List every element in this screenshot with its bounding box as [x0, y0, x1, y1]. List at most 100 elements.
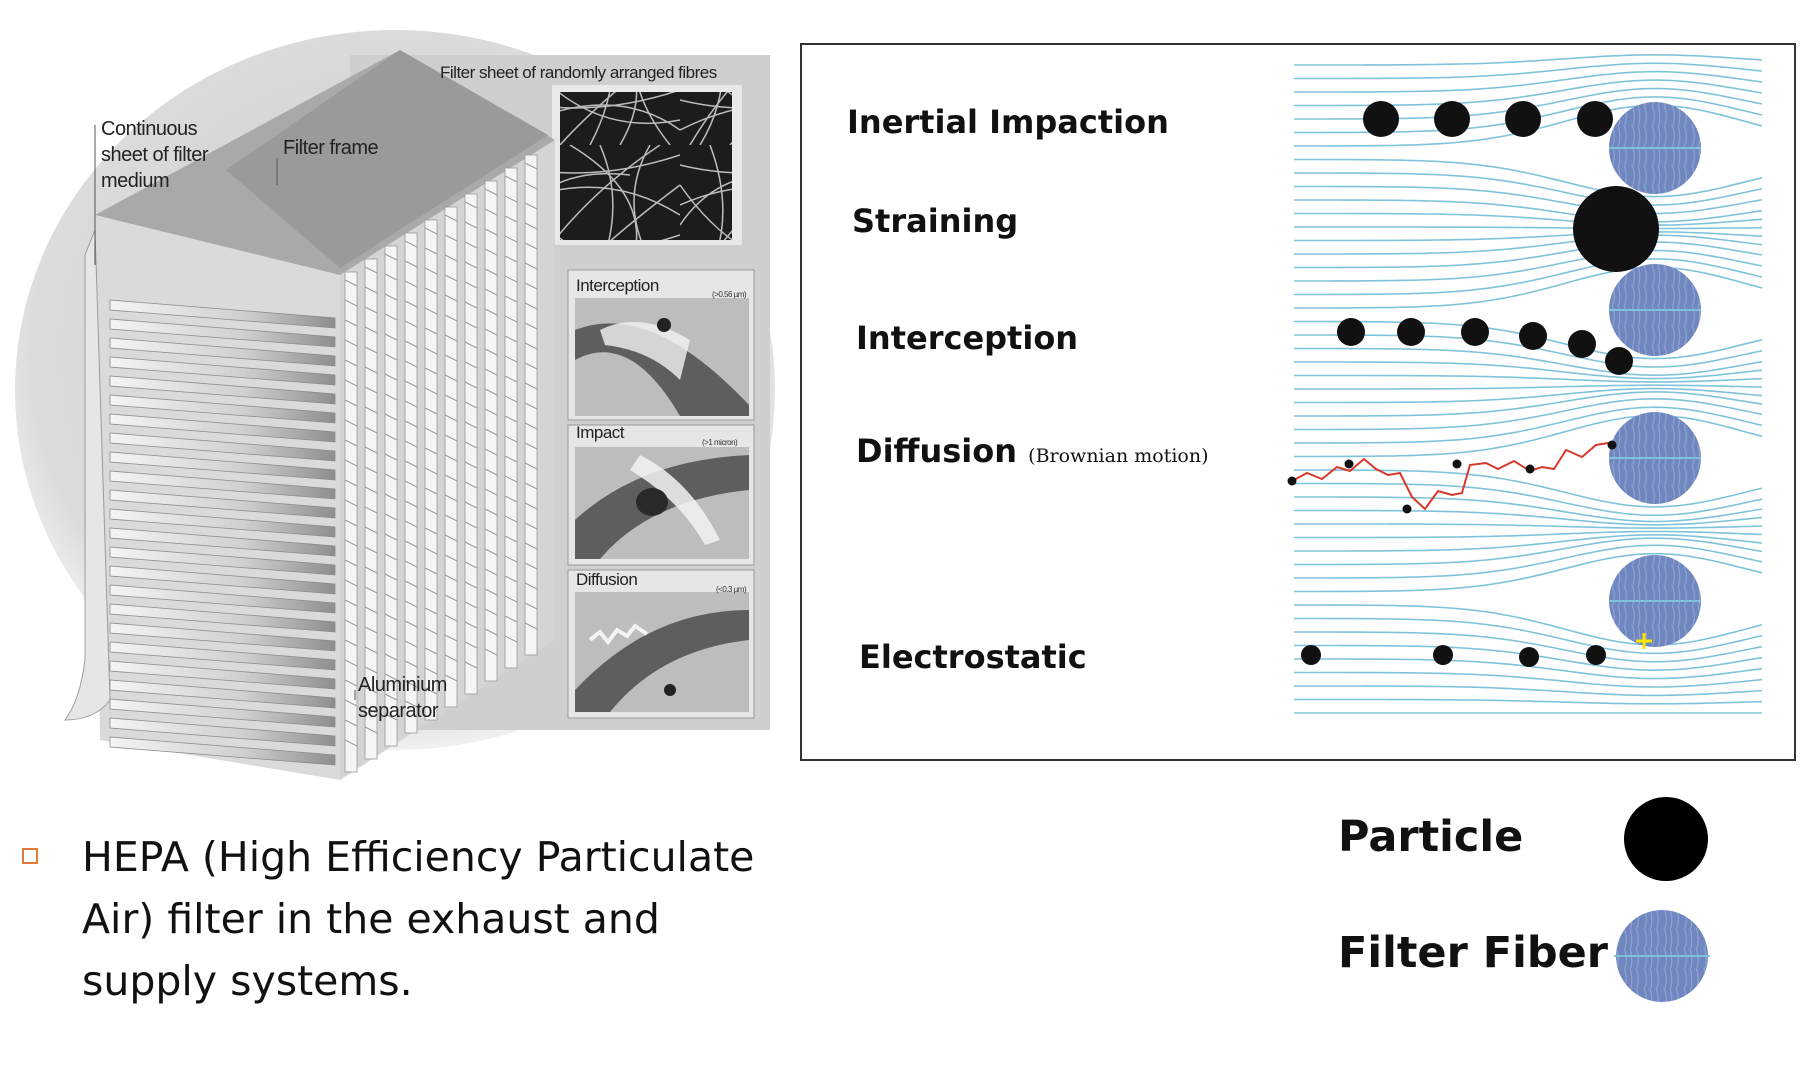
streamline [1294, 70, 1763, 93]
streamline [1294, 266, 1763, 309]
side-pleat-ridge [504, 215, 518, 223]
side-pleat-ridge [504, 235, 518, 243]
brownian-particle [1452, 459, 1462, 469]
side-pleat-ridge [524, 362, 538, 370]
side-pleat-ridge [504, 335, 518, 343]
side-pleat [484, 180, 498, 682]
aluminium-separator-label-2: separator [358, 700, 439, 722]
side-pleat-ridge [384, 533, 398, 541]
side-pleat-ridge [464, 481, 478, 489]
side-pleat [364, 258, 378, 760]
side-pleat-ridge [384, 613, 398, 621]
side-pleat-ridge [384, 273, 398, 281]
side-pleat-ridge [464, 661, 478, 669]
side-pleat-ridge [344, 499, 358, 507]
side-pleat-ridge [404, 600, 418, 608]
side-pleat-ridge [464, 201, 478, 209]
side-pleat-ridge [384, 493, 398, 501]
side-pleat-ridge [464, 221, 478, 229]
hepa-filter-illustration: Filter sheet of randomly arranged fibres… [0, 0, 790, 790]
side-pleat-ridge [424, 467, 438, 475]
side-pleat-ridge [444, 434, 458, 442]
continuous-sheet-label-1: Continuous [101, 118, 198, 140]
pleat-rows [109, 299, 336, 766]
pleat-row [109, 565, 336, 595]
side-pleat-ridge [424, 247, 438, 255]
side-pleat-ridge [404, 460, 418, 468]
side-pleat-ridge [444, 534, 458, 542]
straining-particle [1573, 186, 1659, 272]
side-pleat-ridge [524, 602, 538, 610]
legend-filter-fiber-label: Filter Fiber [1338, 928, 1609, 978]
side-pleat-ridge [404, 520, 418, 528]
side-pleat-ridge [464, 281, 478, 289]
side-pleat-ridge [504, 175, 518, 183]
side-pleat-ridge [384, 453, 398, 461]
streamline [1294, 671, 1763, 688]
side-pleat-ridge [444, 374, 458, 382]
side-pleat-ridge [404, 680, 418, 688]
side-pleat-ridge [364, 306, 378, 314]
inset-diffusion-title: Diffusion [576, 570, 638, 589]
side-pleat-ridge [484, 248, 498, 256]
side-pleat-ridge [424, 547, 438, 555]
side-pleat-ridge [404, 400, 418, 408]
side-pleat-ridge [444, 294, 458, 302]
filter-sheet-label: Filter sheet of randomly arranged fibres [440, 63, 717, 82]
side-pleat-ridge [444, 234, 458, 242]
side-pleat-ridge [504, 435, 518, 443]
side-pleat-ridge [344, 699, 358, 707]
side-pleat-ridge [384, 393, 398, 401]
side-pleat-ridge [484, 448, 498, 456]
side-pleat-ridge [424, 527, 438, 535]
streamline [1294, 406, 1763, 444]
side-pleat-ridge [404, 620, 418, 628]
side-pleat-ridge [464, 361, 478, 369]
side-pleat-ridge [444, 654, 458, 662]
side-pleat-ridge [364, 666, 378, 674]
side-pleat-ridge [524, 422, 538, 430]
side-pleat-ridge [484, 388, 498, 396]
hepa-filter-drawing [15, 30, 775, 780]
side-pleat-ridge [464, 421, 478, 429]
side-pleat-ridge [524, 382, 538, 390]
side-pleat-ridge [504, 395, 518, 403]
side-pleat-ridge [424, 347, 438, 355]
side-pleat-ridge [364, 566, 378, 574]
streamline [1294, 230, 1763, 242]
pleat-row [109, 337, 336, 367]
side-pleat-ridge [344, 619, 358, 627]
side-pleat-ridge [404, 500, 418, 508]
side-pleat-ridge [344, 479, 358, 487]
side-pleat [524, 154, 538, 656]
side-pleat-ridge [424, 267, 438, 275]
side-pleat-ridge [384, 253, 398, 261]
brownian-particle [1607, 440, 1617, 450]
side-pleat-ridge [504, 515, 518, 523]
side-pleat-ridge [484, 268, 498, 276]
side-pleat-ridge [484, 208, 498, 216]
inset-diffusion-note: (<0.3 µm) [716, 585, 747, 594]
side-pleat-ridge [404, 640, 418, 648]
streamline [1294, 391, 1763, 417]
side-pleat-ridge [424, 367, 438, 375]
pleat-row [109, 508, 336, 538]
side-pleat-ridge [444, 354, 458, 362]
pleat-row [109, 641, 336, 671]
side-pleat-ridge [364, 686, 378, 694]
side-pleat-ridge [504, 355, 518, 363]
streamline [1294, 482, 1763, 517]
side-pleat [344, 271, 358, 773]
pleat-row [109, 622, 336, 652]
side-pleat-ridge [404, 560, 418, 568]
side-pleat-ridge [504, 195, 518, 203]
side-pleat-ridge [364, 606, 378, 614]
side-pleat-ridge [424, 687, 438, 695]
side-pleat-ridge [404, 700, 418, 708]
streamline [1294, 552, 1763, 593]
streamline [1294, 496, 1763, 523]
side-pleat-ridge [444, 274, 458, 282]
side-pleat-ridge [344, 439, 358, 447]
side-pleat-ridge [384, 473, 398, 481]
side-pleat-ridge [484, 328, 498, 336]
